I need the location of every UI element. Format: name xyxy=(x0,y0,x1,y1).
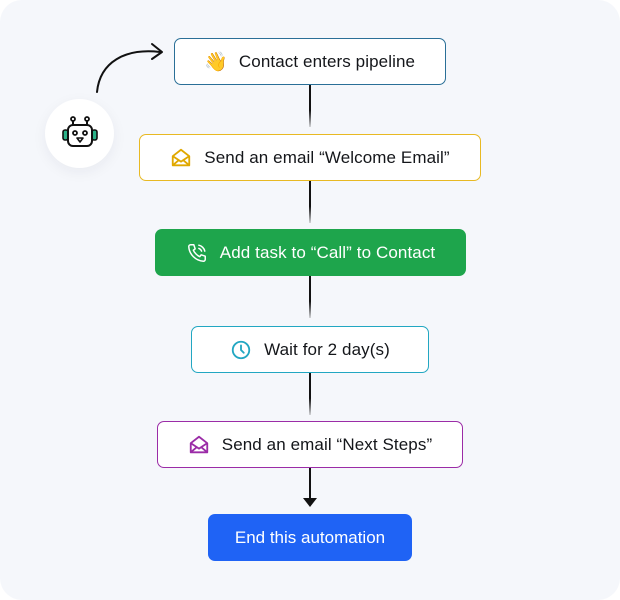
step-label: Send an email “Welcome Email” xyxy=(204,147,450,167)
step-label: Wait for 2 day(s) xyxy=(264,339,390,359)
end-label: End this automation xyxy=(234,527,386,547)
step-send-email-next-steps[interactable]: Send an email “Next Steps” xyxy=(157,421,463,468)
connector-line xyxy=(309,85,311,127)
end-automation-button[interactable]: End this automation xyxy=(208,514,412,561)
trigger-node[interactable]: 👋 Contact enters pipeline xyxy=(174,38,446,85)
envelope-open-icon xyxy=(170,147,192,169)
step-add-call-task[interactable]: Add task to “Call” to Contact xyxy=(155,229,466,276)
connector-line xyxy=(309,373,311,415)
step-send-email-welcome[interactable]: Send an email “Welcome Email” xyxy=(139,134,481,181)
step-label: Send an email “Next Steps” xyxy=(221,434,433,454)
step-label: Add task to “Call” to Contact xyxy=(219,242,436,262)
waving-hand-icon: 👋 xyxy=(204,51,228,73)
phone-call-icon xyxy=(186,242,208,264)
connector-line xyxy=(309,276,311,318)
envelope-open-icon xyxy=(188,434,210,456)
connector-line xyxy=(309,468,311,502)
clock-icon xyxy=(230,339,252,361)
trigger-label: Contact enters pipeline xyxy=(238,51,416,71)
arrow-down-icon xyxy=(303,498,317,507)
robot-icon xyxy=(61,115,98,147)
step-wait[interactable]: Wait for 2 day(s) xyxy=(191,326,429,373)
connector-line xyxy=(309,181,311,223)
robot-avatar[interactable] xyxy=(45,99,114,168)
